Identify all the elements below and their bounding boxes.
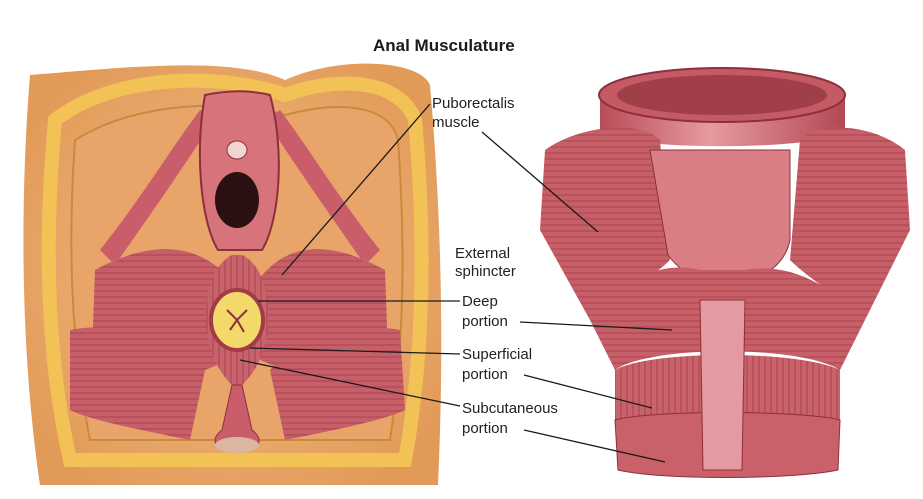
label-puborectalis-line2: muscle <box>432 114 480 131</box>
internal-canal-wall <box>650 150 790 284</box>
perineal-view-illustration <box>23 64 441 485</box>
label-external-sphincter-line1: External <box>455 245 510 262</box>
vaginal-opening <box>215 172 259 228</box>
label-deep-portion-line1: Deep <box>462 293 498 310</box>
label-deep-portion-line2: portion <box>462 313 508 330</box>
label-subcutaneous-portion-line2: portion <box>462 420 508 437</box>
diagram-title: Anal Musculature <box>373 36 515 55</box>
rectum-lumen <box>617 75 827 115</box>
anal-canal-cutaway-illustration <box>540 68 910 478</box>
label-puborectalis-line1: Puborectalis <box>432 95 515 112</box>
anal-canal-center <box>700 300 745 470</box>
coccyx-tip <box>215 437 259 453</box>
label-superficial-portion-line1: Superficial <box>462 346 532 363</box>
label-external-sphincter-line2: sphincter <box>455 263 516 280</box>
urethral-opening <box>227 141 247 159</box>
label-superficial-portion-line2: portion <box>462 366 508 383</box>
label-subcutaneous-portion-line1: Subcutaneous <box>462 400 558 417</box>
